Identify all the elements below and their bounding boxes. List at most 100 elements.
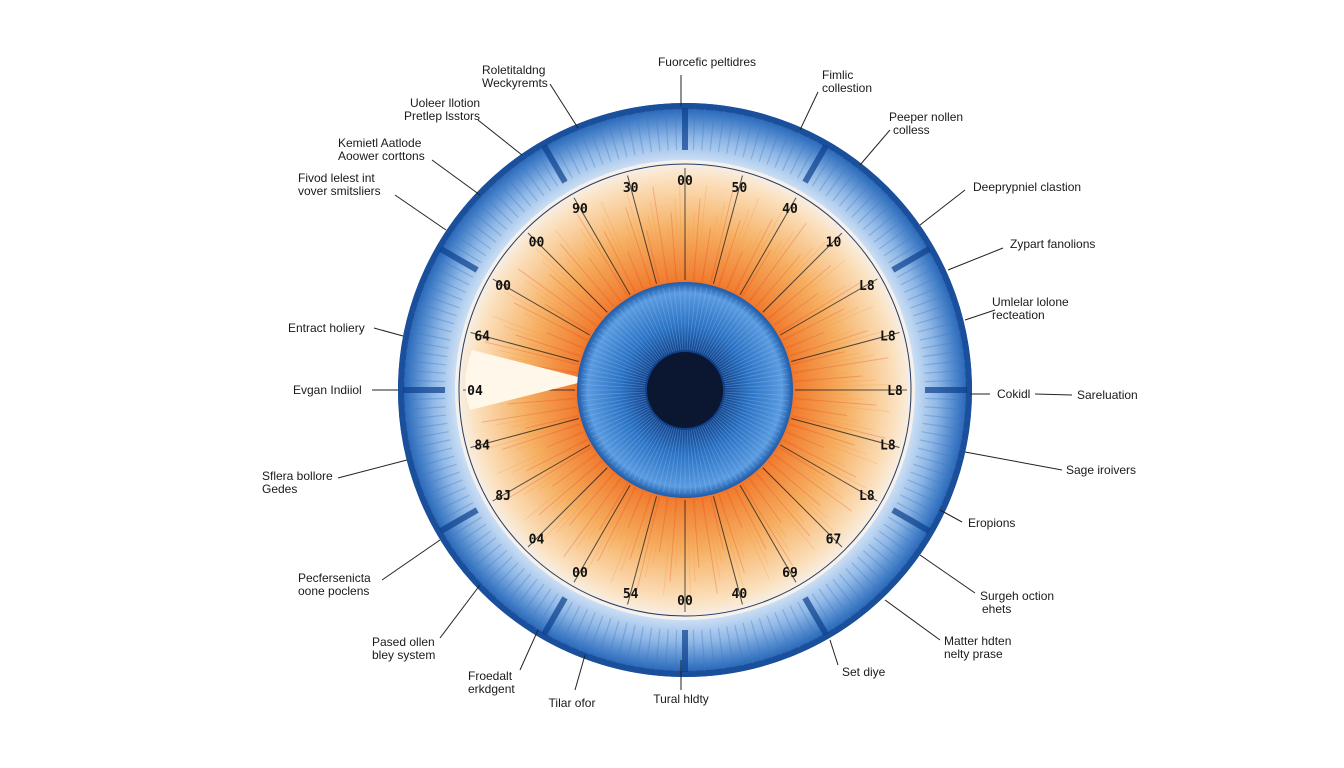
outer-stripe [797, 140, 818, 179]
highlight-wedge [465, 350, 590, 410]
radial-line [492, 444, 590, 502]
inner-stripe [594, 409, 651, 443]
outer-stripe [587, 615, 604, 656]
iris-stripe [511, 436, 586, 474]
iris-stripe [580, 228, 626, 299]
radial-line [573, 197, 631, 295]
inner-stripe [615, 419, 659, 468]
iris-stripe [535, 292, 594, 331]
iris-stripe [786, 431, 824, 448]
outer-stripe [766, 615, 783, 656]
inner-stripe [711, 312, 755, 361]
iris-stripe [518, 268, 597, 326]
inner-stripe [713, 418, 759, 464]
outer-stripe [758, 121, 773, 162]
radial-line [762, 232, 843, 313]
iris-stripe [781, 311, 830, 338]
inner-stripe [706, 302, 742, 357]
ring-label: 8J [495, 489, 511, 504]
iris-stripe [542, 469, 610, 540]
iris-stripe [794, 375, 863, 382]
iris-stripe [517, 426, 582, 450]
iris-stripe [652, 186, 669, 282]
inner-stripe [587, 403, 648, 428]
iris-stripe [675, 499, 680, 568]
outer-stripe [726, 626, 735, 668]
outer-stripe [587, 124, 604, 165]
iris-stripe [637, 495, 655, 548]
iris-stripe [771, 298, 805, 324]
outer-stripe [475, 550, 508, 580]
ring-label: 50 [732, 181, 748, 196]
ring-label: 00 [677, 594, 693, 609]
iris-stripe [785, 434, 836, 458]
inner-stripe [702, 425, 733, 483]
outer-stripe [924, 369, 967, 374]
iris-stripe [793, 354, 874, 371]
outer-stripe [462, 537, 497, 565]
iris-stripe [718, 494, 745, 573]
ring-label: 00 [529, 236, 545, 251]
iris-stripe [789, 423, 855, 446]
inner-stripe [607, 320, 656, 364]
iris-stripe [603, 231, 636, 293]
inner-stripe [589, 405, 649, 433]
iris-stripe [753, 475, 816, 551]
outer-stripe [597, 121, 612, 162]
iris-stripe [775, 288, 832, 329]
inner-stripe [582, 373, 646, 385]
iris-stripe [610, 492, 647, 583]
iris-stripe [540, 442, 589, 469]
callout-r5: Sage iroivers [1066, 463, 1136, 477]
outer-stripe [431, 494, 470, 515]
outer-stripe [552, 140, 573, 179]
outer-stripe [645, 110, 653, 153]
radial-line [627, 175, 658, 284]
ring-label: 04 [529, 532, 545, 547]
iris-stripe [647, 215, 663, 283]
iris-stripe [502, 423, 581, 450]
iris-stripe [742, 249, 772, 297]
outer-stripe [481, 193, 513, 224]
outer-stripe [774, 612, 792, 652]
outer-stripe [883, 523, 920, 549]
inner-stripe [715, 324, 767, 366]
iris-stripe [793, 357, 889, 374]
outer-stripe [456, 223, 492, 250]
inner-stripe [668, 287, 680, 351]
iris-stripe [737, 208, 784, 294]
iris-stripe [535, 247, 606, 315]
iris-stripe [544, 303, 592, 333]
outer-stripe [878, 223, 914, 250]
iris-stripe [760, 469, 799, 510]
outer-stripe [923, 359, 966, 366]
inner-stripe [700, 294, 728, 354]
outer-stripe [888, 516, 925, 540]
callout-r9: Set diye [842, 665, 886, 679]
iris-stripe [701, 227, 712, 282]
outer-stripe [423, 283, 463, 301]
outer-stripe [616, 116, 628, 158]
inner-stripe [642, 294, 670, 354]
outer-stripe [462, 215, 497, 243]
iris-stripe [524, 312, 586, 344]
outer-stripe [891, 507, 931, 534]
outer-stripe [439, 246, 479, 273]
ring-label: L8 [880, 438, 896, 453]
inner-stripe [721, 405, 781, 433]
outer-stripe [606, 118, 620, 160]
outer-stripe [404, 359, 447, 366]
iris-stripe [794, 398, 877, 406]
iris-stripe [775, 451, 844, 500]
iris-stripe [749, 223, 807, 302]
inner-stripe [584, 362, 647, 381]
iris-stripe [729, 239, 753, 290]
iris-stripe [526, 280, 595, 329]
outer-stripe [435, 257, 474, 278]
outer-stripe [625, 624, 636, 666]
outer-stripe [526, 155, 552, 192]
radial-line [762, 467, 843, 548]
iris-stripe [531, 428, 583, 450]
